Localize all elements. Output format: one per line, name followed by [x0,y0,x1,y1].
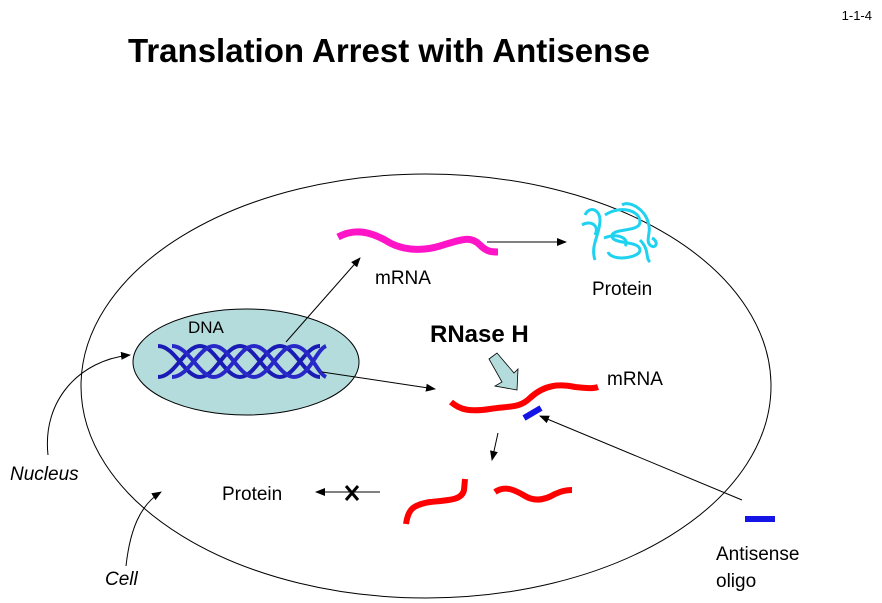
label-rnase-h: RNase H [430,321,529,348]
label-dna: DNA [188,318,224,337]
arrow-nucleus-pointer [46,351,131,456]
label-nucleus: Nucleus [10,464,79,485]
mrna-fragment-right [493,485,573,503]
dna-helix [157,343,328,380]
arrow-oligo-to-mrna [539,415,743,501]
arrow-cleavage [490,432,499,461]
label-protein-top: Protein [592,279,653,300]
antisense-oligo-bound [522,405,543,421]
label-mrna-right: mRNA [607,369,663,390]
page-title: Translation Arrest with Antisense [128,32,651,69]
arrow-dna-to-target-mrna [321,371,436,392]
label-protein-bottom: Protein [222,484,283,505]
mrna-fragment-left [403,478,468,525]
slide-number: 1-1-4 [841,8,872,23]
protein-folded [581,202,658,264]
label-cell: Cell [105,569,138,590]
arrow-cell-pointer [125,491,162,567]
label-oligo: oligo [716,571,757,592]
rnase-h-block-arrow [488,352,519,391]
mrna-normal [336,228,499,256]
nucleus [132,308,360,416]
label-mrna-top: mRNA [375,268,431,289]
mrna-target [449,382,599,414]
cell-membrane [80,173,772,599]
label-antisense: Antisense [716,544,800,565]
arrow-dna-to-mrna [285,257,361,343]
blocked-x-icon [344,485,360,501]
